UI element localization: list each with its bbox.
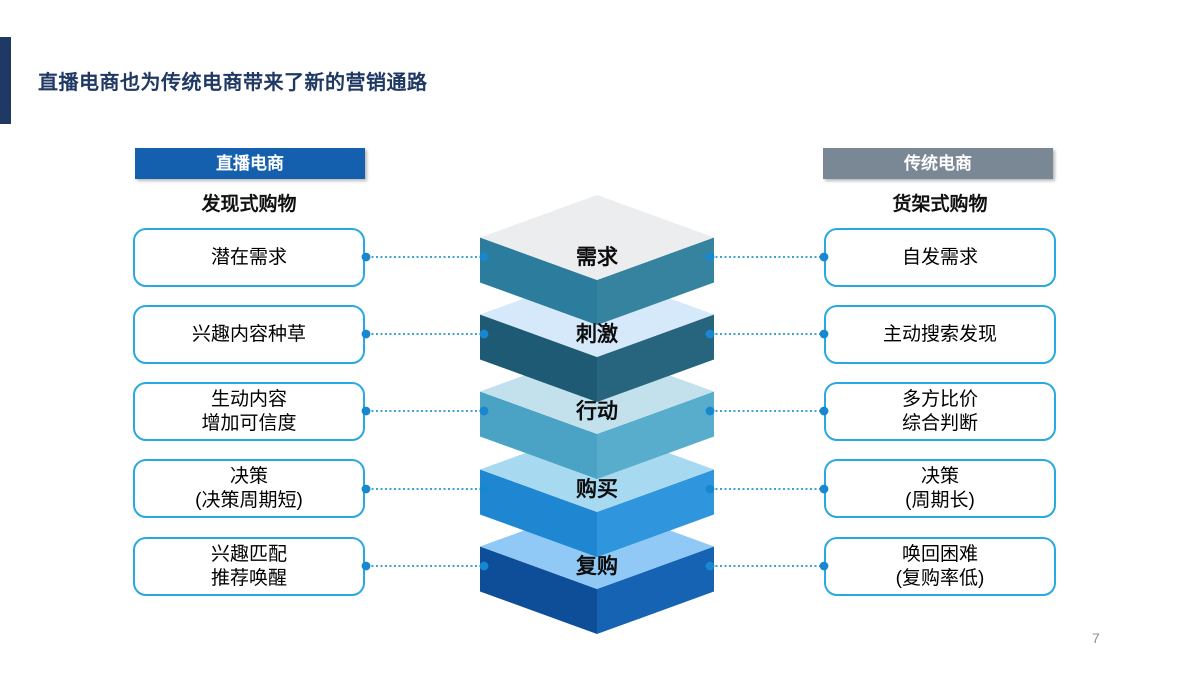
left-box-row2: 兴趣内容种草 <box>133 305 365 364</box>
connectors-right <box>705 252 829 571</box>
funnel-layer-4-right-face <box>597 469 714 557</box>
traditional-commerce-header-banner: 传统电商 <box>823 148 1053 179</box>
left-box-row2-label: 兴趣内容种草 <box>191 323 306 345</box>
left-box-row4: 决策 (决策周期短) <box>133 459 365 518</box>
funnel-layer-5-right-face <box>597 546 714 634</box>
funnel-layer-2-right-face <box>597 314 714 402</box>
funnel-layer-1 <box>480 195 714 325</box>
right-box-row1-label: 自发需求 <box>901 246 978 268</box>
funnel-label-4: 购买 <box>576 477 618 501</box>
right-box-row1: 自发需求 <box>824 228 1056 287</box>
page-number: 7 <box>1092 630 1100 646</box>
funnel-label-3: 行动 <box>575 399 618 423</box>
connectors-left <box>361 252 489 571</box>
traditional-commerce-subheader: 货架式购物 <box>892 194 988 215</box>
funnel-label-1: 需求 <box>576 246 618 269</box>
funnel-layer-3-right-face <box>597 391 714 479</box>
right-box-row3-label: 多方比价 综合判断 <box>901 389 978 434</box>
funnel-layer-1-right-face <box>597 237 714 325</box>
live-commerce-subheader: 发现式购物 <box>201 194 297 215</box>
left-box-row1: 潜在需求 <box>133 228 365 287</box>
left-box-row3-label: 生动内容 增加可信度 <box>201 389 297 434</box>
title-accent-bar <box>0 37 11 124</box>
left-box-row3: 生动内容 增加可信度 <box>133 382 365 441</box>
right-box-row2: 主动搜索发现 <box>824 305 1056 364</box>
funnel-layer-4-left-face <box>480 469 597 557</box>
left-box-row4-label: 决策 (决策周期短) <box>195 466 303 511</box>
right-box-row4: 决策 (周期长) <box>824 459 1056 518</box>
funnel-labels: 需求 刺激 行动 购买 复购 <box>575 246 618 578</box>
funnel-layer-3-left-face <box>480 391 597 479</box>
funnel-layer-1-left-face <box>480 237 597 325</box>
left-box-row5-label: 兴趣匹配 推荐唤醒 <box>210 544 287 589</box>
live-commerce-header-banner: 直播电商 <box>135 148 365 179</box>
funnel-layer-2-left-face <box>480 314 597 402</box>
funnel-layer-1-top-face <box>480 195 714 280</box>
right-box-row2-label: 主动搜索发现 <box>882 323 997 345</box>
left-box-row1-label: 潜在需求 <box>210 246 287 268</box>
right-box-row5: 唤回困难 (复购率低) <box>824 537 1056 596</box>
funnel-label-5: 复购 <box>575 554 618 578</box>
right-box-row4-label: 决策 (周期长) <box>905 466 975 511</box>
funnel-layer-5-left-face <box>480 546 597 634</box>
page-title: 直播电商也为传统电商带来了新的营销通路 <box>38 72 428 94</box>
left-box-row5: 兴趣匹配 推荐唤醒 <box>133 537 365 596</box>
right-box-row5-label: 唤回困难 (复购率低) <box>895 544 985 589</box>
right-box-row3: 多方比价 综合判断 <box>824 382 1056 441</box>
funnel-label-2: 刺激 <box>576 322 618 346</box>
